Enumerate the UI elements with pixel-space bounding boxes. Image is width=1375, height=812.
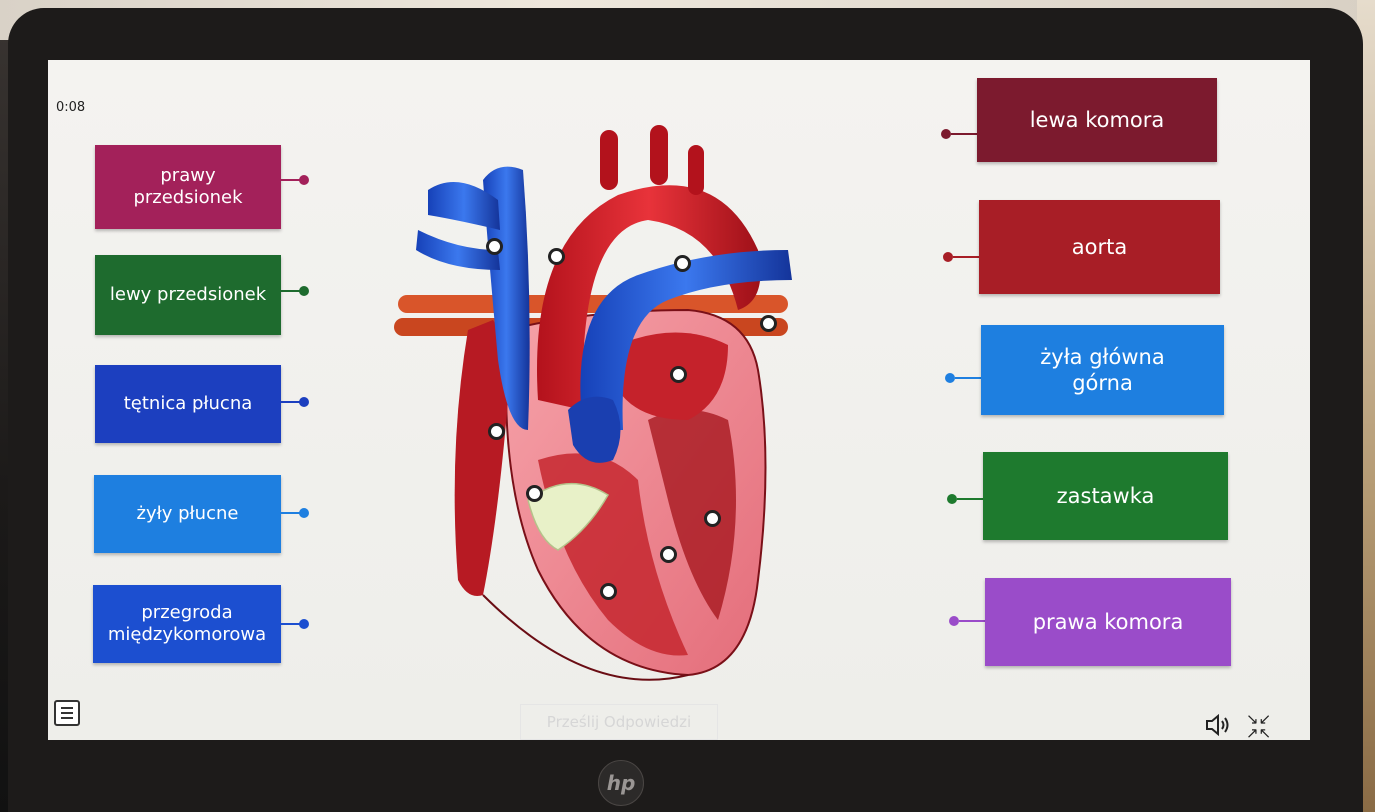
label-tetnica-plucna[interactable]: tętnica płucna (95, 365, 281, 443)
target-marker[interactable] (488, 423, 505, 440)
connector-dot[interactable] (299, 397, 309, 407)
label-zyly-plucne[interactable]: żyły płucne (94, 475, 281, 553)
target-marker[interactable] (548, 248, 565, 265)
target-marker[interactable] (486, 238, 503, 255)
heart-diagram (388, 100, 808, 700)
connector-dot[interactable] (949, 616, 959, 626)
connector-line (951, 133, 977, 135)
target-marker[interactable] (660, 546, 677, 563)
label-zyla-glowna-gorna[interactable]: żyła główna górna (981, 325, 1224, 415)
connector-dot[interactable] (299, 619, 309, 629)
target-marker[interactable] (674, 255, 691, 272)
connector-line (953, 256, 979, 258)
connector-line (957, 498, 983, 500)
target-marker[interactable] (526, 485, 543, 502)
connector-dot[interactable] (299, 175, 309, 185)
speaker-icon[interactable] (1204, 714, 1234, 736)
connector-line (955, 377, 981, 379)
hamburger-menu-icon[interactable] (54, 700, 80, 726)
connector-line (281, 290, 301, 292)
label-prawy-przedsionek[interactable]: prawy przedsionek (95, 145, 281, 229)
label-lewy-przedsionek[interactable]: lewy przedsionek (95, 255, 281, 335)
connector-dot[interactable] (945, 373, 955, 383)
label-lewa-komora[interactable]: lewa komora (977, 78, 1217, 162)
label-zastawka[interactable]: zastawka (983, 452, 1228, 540)
target-marker[interactable] (760, 315, 777, 332)
label-przegroda-miedzykomorowa[interactable]: przegroda międzykomorowa (93, 585, 281, 663)
connector-line (281, 179, 301, 181)
label-prawa-komora[interactable]: prawa komora (985, 578, 1231, 666)
target-marker[interactable] (704, 510, 721, 527)
connector-dot[interactable] (299, 286, 309, 296)
timer: 0:08 (56, 100, 85, 115)
connector-line (281, 623, 301, 625)
connector-line (281, 401, 301, 403)
target-marker[interactable] (600, 583, 617, 600)
connector-dot[interactable] (947, 494, 957, 504)
target-marker[interactable] (670, 366, 687, 383)
exit-fullscreen-icon[interactable]: ↘↙↗↖ (1246, 712, 1271, 740)
submit-answers-button[interactable]: Prześlij Odpowiedzi (520, 704, 718, 740)
quiz-screen: 0:08 (48, 60, 1310, 740)
label-aorta[interactable]: aorta (979, 200, 1220, 294)
connector-dot[interactable] (941, 129, 951, 139)
hp-logo: hp (598, 760, 644, 806)
connector-line (959, 620, 985, 622)
connector-dot[interactable] (299, 508, 309, 518)
connector-line (281, 512, 301, 514)
connector-dot[interactable] (943, 252, 953, 262)
